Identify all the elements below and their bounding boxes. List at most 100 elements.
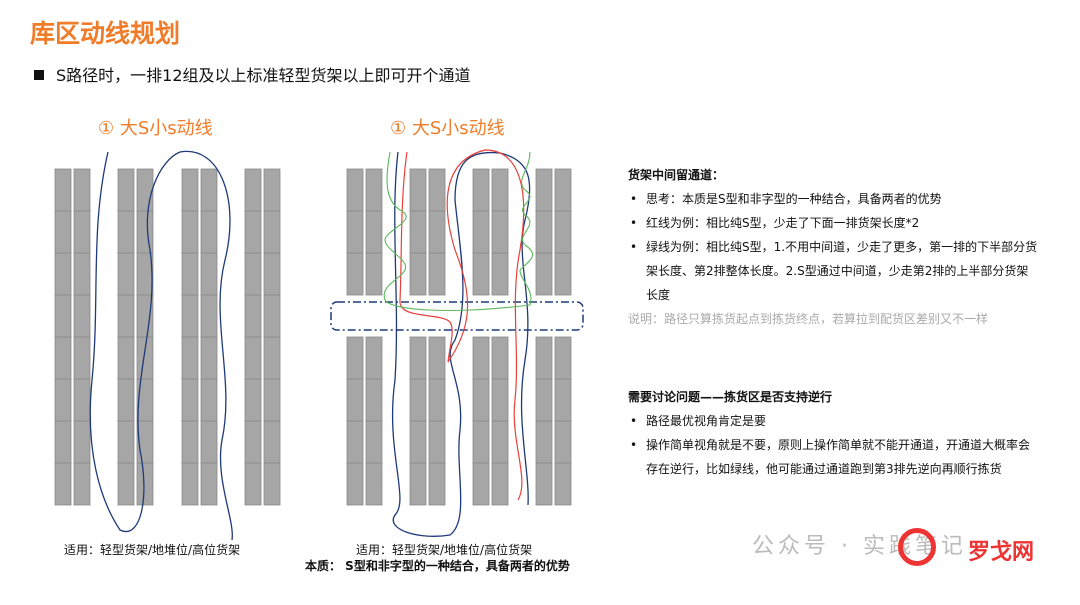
rack-cell bbox=[365, 378, 383, 422]
right-green-route bbox=[383, 151, 534, 312]
rack-cell bbox=[535, 420, 553, 464]
rack-cell bbox=[73, 294, 91, 338]
panel-heading: 货架中间留通道： bbox=[628, 168, 725, 182]
left-racks bbox=[54, 168, 281, 506]
rack-cell bbox=[346, 168, 364, 212]
rack-cell bbox=[535, 378, 553, 422]
rack-cell bbox=[181, 378, 199, 422]
rack-cell bbox=[200, 168, 218, 212]
rack-cell bbox=[181, 210, 199, 254]
rack-cell bbox=[263, 420, 281, 464]
rack-cell bbox=[136, 210, 154, 254]
rack-cell bbox=[409, 210, 427, 254]
rack-cell bbox=[263, 462, 281, 506]
rack-cell bbox=[409, 378, 427, 422]
rack-cell bbox=[428, 462, 446, 506]
right-racks bbox=[346, 168, 572, 506]
left-blue-route bbox=[89, 150, 233, 541]
rack-cell bbox=[263, 168, 281, 212]
rack-cell bbox=[409, 252, 427, 296]
rack-cell bbox=[73, 252, 91, 296]
rack-cell bbox=[73, 168, 91, 212]
right-diagram-title: ① 大S小s动线 bbox=[390, 118, 505, 139]
rack-cell bbox=[346, 210, 364, 254]
rack-cell bbox=[491, 336, 509, 380]
rack-cell bbox=[346, 378, 364, 422]
left-caption: 适用：轻型货架/地堆位/高位货架 bbox=[64, 543, 241, 557]
rack-cell bbox=[54, 294, 72, 338]
rack-cell bbox=[428, 336, 446, 380]
right-caption: 适用：轻型货架/地堆位/高位货架 bbox=[356, 543, 533, 557]
right-red-route bbox=[399, 149, 525, 501]
rack-cell bbox=[263, 378, 281, 422]
rack-cell bbox=[472, 336, 490, 380]
rack-cell bbox=[365, 168, 383, 212]
rack-cell bbox=[244, 420, 262, 464]
panel-heading: 需要讨论问题——拣货区是否支持逆行 bbox=[628, 390, 833, 404]
rack-cell bbox=[181, 420, 199, 464]
rack-cell bbox=[491, 378, 509, 422]
rack-cell bbox=[136, 462, 154, 506]
rack-cell bbox=[200, 462, 218, 506]
panel-reverse-travel: 需要讨论问题——拣货区是否支持逆行 路径最优视角肯定是要 操作简单视角就是不要，… bbox=[628, 385, 1038, 481]
rack-cell bbox=[54, 420, 72, 464]
rack-cell bbox=[200, 210, 218, 254]
rack-cell bbox=[472, 168, 490, 212]
rack-cell bbox=[428, 168, 446, 212]
rack-cell bbox=[365, 462, 383, 506]
rack-cell bbox=[181, 462, 199, 506]
bullet-item: 红线为例：相比纯S型，少走了下面一排货架长度*2 bbox=[628, 211, 1038, 235]
right-blue-route bbox=[391, 151, 531, 537]
rack-cell bbox=[200, 294, 218, 338]
rack-cell bbox=[472, 420, 490, 464]
rack-cell bbox=[554, 210, 572, 254]
rack-cell bbox=[73, 420, 91, 464]
logo-target-icon bbox=[898, 528, 936, 566]
rack-cell bbox=[409, 168, 427, 212]
rack-cell bbox=[472, 462, 490, 506]
rack-cell bbox=[244, 168, 262, 212]
rack-cell bbox=[346, 336, 364, 380]
rack-cell bbox=[244, 462, 262, 506]
rack-cell bbox=[73, 462, 91, 506]
rack-cell bbox=[346, 462, 364, 506]
rack-cell bbox=[346, 420, 364, 464]
rack-cell bbox=[181, 252, 199, 296]
rack-cell bbox=[73, 336, 91, 380]
rack-cell bbox=[554, 168, 572, 212]
page-title: 库区动线规划 bbox=[30, 19, 181, 48]
rack-cell bbox=[117, 420, 135, 464]
rack-cell bbox=[117, 252, 135, 296]
rack-cell bbox=[136, 168, 154, 212]
rack-cell bbox=[117, 462, 135, 506]
note: 说明：路径只算拣货起点到拣货终点，若算拉到配货区差别又不一样 bbox=[628, 312, 989, 326]
rack-cell bbox=[409, 462, 427, 506]
rack-cell bbox=[472, 252, 490, 296]
bullet-item: 路径最优视角肯定是要 bbox=[628, 409, 1038, 433]
rack-cell bbox=[428, 210, 446, 254]
rack-cell bbox=[491, 168, 509, 212]
rack-cell bbox=[54, 252, 72, 296]
rack-cell bbox=[346, 252, 364, 296]
rack-cell bbox=[244, 210, 262, 254]
rack-cell bbox=[54, 462, 72, 506]
rack-cell bbox=[491, 252, 509, 296]
rack-cell bbox=[491, 462, 509, 506]
rack-cell bbox=[554, 252, 572, 296]
watermark-brand: 罗戈网 bbox=[968, 540, 1035, 565]
rack-cell bbox=[54, 168, 72, 212]
rack-cell bbox=[491, 210, 509, 254]
rack-cell bbox=[535, 168, 553, 212]
rack-cell bbox=[117, 378, 135, 422]
rack-cell bbox=[535, 252, 553, 296]
bullet-item: 操作简单视角就是不要，原则上操作简单就不能开通道，开通道大概率会存在逆行，比如绿… bbox=[628, 433, 1038, 481]
rack-cell bbox=[535, 336, 553, 380]
rack-cell bbox=[554, 462, 572, 506]
rack-cell bbox=[136, 336, 154, 380]
rack-cell bbox=[263, 336, 281, 380]
rack-cell bbox=[117, 294, 135, 338]
rack-cell bbox=[472, 378, 490, 422]
rack-cell bbox=[181, 168, 199, 212]
rack-cell bbox=[409, 420, 427, 464]
